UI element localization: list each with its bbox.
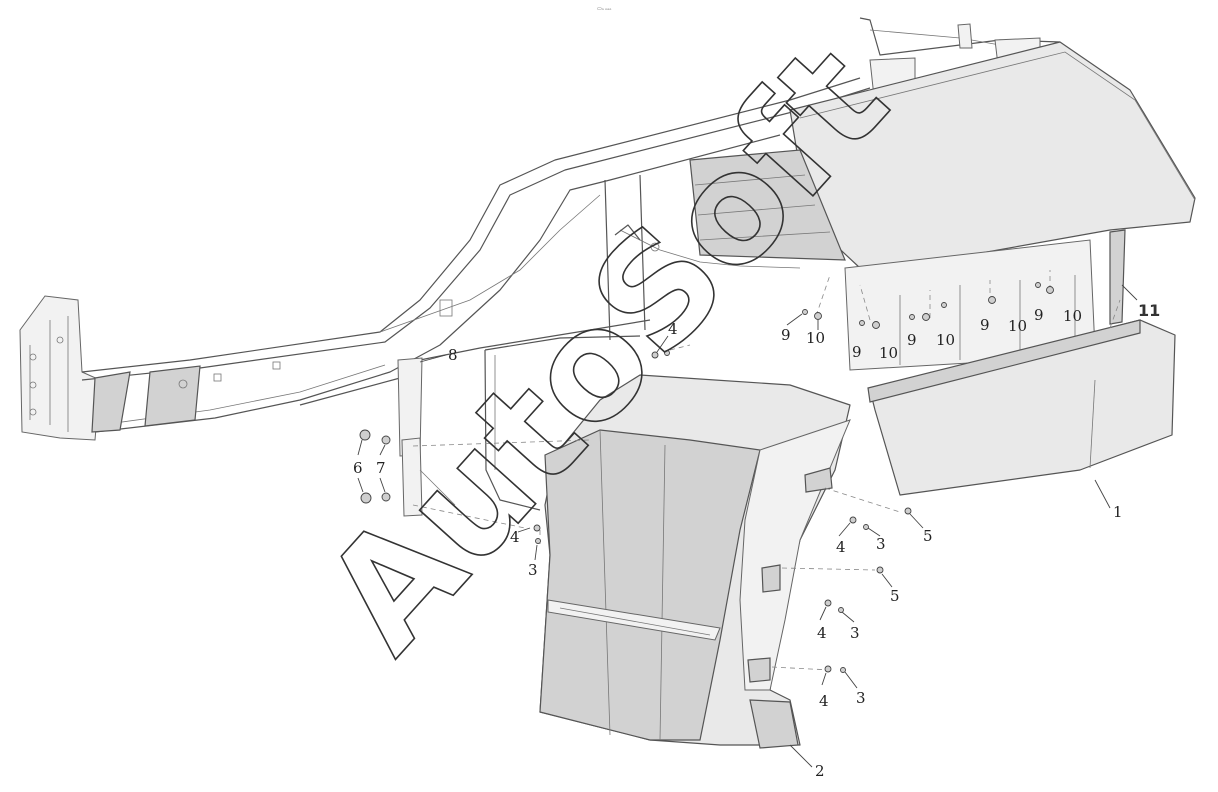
screw-icon — [664, 350, 670, 356]
washer-icon — [1046, 286, 1054, 294]
washer-icon — [922, 313, 930, 321]
washer-icon — [651, 351, 659, 359]
callout-10: 10 — [879, 344, 898, 362]
callout-3: 3 — [876, 535, 886, 553]
washer-icon — [814, 312, 822, 320]
callout-8: 8 — [448, 346, 458, 364]
floor-panel — [689, 41, 1196, 371]
washer-icon — [849, 516, 857, 524]
callout-5: 5 — [890, 587, 900, 605]
callout-3: 3 — [528, 561, 538, 579]
callout-4: 4 — [510, 528, 520, 546]
callout-2: 2 — [815, 762, 825, 780]
bolt-icon — [909, 314, 915, 320]
nut-icon — [360, 492, 372, 504]
callouts: 1 2 3 3 3 3 4 4 4 4 4 5 5 6 7 8 9 9 9 9 … — [353, 301, 1160, 780]
callout-9: 9 — [1034, 306, 1044, 324]
washer-icon — [988, 296, 996, 304]
washer-icon — [381, 435, 391, 445]
bolt-icon — [941, 302, 947, 308]
callout-10: 10 — [936, 331, 955, 349]
screw-icon — [840, 667, 846, 673]
callout-10: 10 — [1063, 307, 1082, 325]
fasteners — [359, 282, 1054, 673]
callout-3: 3 — [850, 624, 860, 642]
part-1-side-panel — [867, 319, 1176, 496]
callout-10: 10 — [806, 329, 825, 347]
leader-lines — [357, 284, 1138, 768]
callout-9: 9 — [781, 326, 791, 344]
screw-icon — [838, 607, 844, 613]
callout-4: 4 — [836, 538, 846, 556]
callout-6: 6 — [353, 459, 363, 477]
callout-3: 3 — [856, 689, 866, 707]
bolt-icon — [876, 566, 884, 574]
screw-icon — [535, 538, 541, 544]
bolt-icon — [802, 309, 808, 315]
top-mark: ▭ₙ ₙₒₒ — [597, 6, 611, 12]
washer-icon — [533, 524, 541, 532]
washer-icon — [381, 492, 391, 502]
washer-icon — [824, 599, 832, 607]
screw-icon — [863, 524, 869, 530]
callout-4: 4 — [819, 692, 829, 710]
callout-9: 9 — [907, 331, 917, 349]
bolt-icon — [904, 507, 912, 515]
callout-4: 4 — [668, 320, 678, 338]
mounting-bracket — [401, 437, 456, 517]
nut-icon — [359, 429, 371, 441]
bolt-icon — [1035, 282, 1041, 288]
callout-10: 10 — [1008, 317, 1027, 335]
bolt-icon — [859, 320, 865, 326]
part-2-fender — [484, 335, 851, 749]
callout-4: 4 — [817, 624, 827, 642]
washer-icon — [872, 321, 880, 329]
callout-5: 5 — [923, 527, 933, 545]
callout-11: 11 — [1138, 301, 1160, 320]
frame-rail-assembly — [19, 17, 1061, 457]
assembly-guide-lines — [412, 270, 1121, 671]
callout-1: 1 — [1113, 503, 1123, 521]
callout-9: 9 — [852, 343, 862, 361]
callout-9: 9 — [980, 316, 990, 334]
washer-icon — [824, 665, 832, 673]
callout-7: 7 — [376, 459, 386, 477]
